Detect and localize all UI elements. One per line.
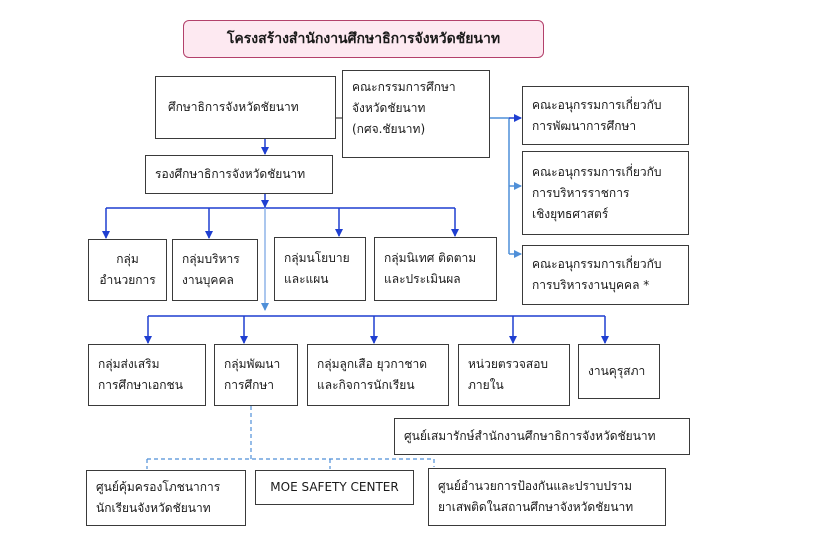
group-private-education-line-1: กลุ่มส่งเสริม <box>98 357 160 371</box>
group-private-education-line-2: การศึกษาเอกชน <box>98 378 183 392</box>
group-supervision-line-2: และประเมินผล <box>384 272 461 286</box>
committee-line-3: (กศจ.ชัยนาท) <box>352 122 426 136</box>
group-admin-line-2: อำนวยการ <box>99 273 156 287</box>
internal-audit-line-2: ภายใน <box>468 378 504 392</box>
group-policy-line-2: และแผน <box>284 272 329 286</box>
internal-audit-box: หน่วยตรวจสอบ ภายใน <box>458 344 570 406</box>
group-personnel-line-2: งานบุคคล <box>182 273 234 287</box>
group-development-box: กลุ่มพัฒนา การศึกษา <box>214 344 298 406</box>
drug-prevention-center-line-2: ยาเสพติดในสถานศึกษาจังหวัดชัยนาท <box>438 500 634 514</box>
drug-prevention-center-box: ศูนย์อำนวยการป้องกันและปราบปราม ยาเสพติด… <box>428 468 666 526</box>
committee-box: คณะกรรมการศึกษา จังหวัดชัยนาท (กศจ.ชัยนา… <box>342 70 490 158</box>
group-supervision-line-1: กลุ่มนิเทศ ติดตาม <box>384 251 477 265</box>
teachers-council-line-1: งานคุรุสภา <box>588 364 646 378</box>
group-policy-line-1: กลุ่มนโยบาย <box>284 251 350 265</box>
teachers-council-box: งานคุรุสภา <box>578 344 660 399</box>
subcommittee-development-line-1: คณะอนุกรรมการเกี่ยวกับ <box>532 97 662 112</box>
group-personnel-box: กลุ่มบริหาร งานบุคคล <box>172 239 258 301</box>
committee-line-2: จังหวัดชัยนาท <box>352 101 426 115</box>
director-box: ศึกษาธิการจังหวัดชัยนาท <box>155 76 336 139</box>
subcommittee-development-line-2: การพัฒนาการศึกษา <box>532 118 637 133</box>
subcommittee-strategic-line-2: การบริหารราชการ <box>532 185 630 200</box>
deputy-label: รองศึกษาธิการจังหวัดชัยนาท <box>155 167 306 181</box>
forensic-center-label: ศูนย์เสมารักษ์สำนักงานศึกษาธิการจังหวัดช… <box>404 429 656 443</box>
group-policy-box: กลุ่มนโยบาย และแผน <box>274 237 366 301</box>
group-admin-line-1: กลุ่ม <box>116 252 139 266</box>
group-scouts-line-2: และกิจการนักเรียน <box>317 378 415 392</box>
internal-audit-line-1: หน่วยตรวจสอบ <box>468 357 549 371</box>
subcommittee-strategic-box: คณะอนุกรรมการเกี่ยวกับ การบริหารราชการ เ… <box>522 151 689 235</box>
subcommittee-development-box: คณะอนุกรรมการเกี่ยวกับ การพัฒนาการศึกษา <box>522 86 689 145</box>
moe-safety-center-label: MOE SAFETY CENTER <box>270 480 399 494</box>
subcommittee-personnel-box: คณะอนุกรรมการเกี่ยวกับ การบริหารงานบุคคล… <box>522 245 689 305</box>
nutrition-center-box: ศูนย์คุ้มครองโภชนาการ นักเรียนจังหวัดชัย… <box>86 470 246 526</box>
group-admin-box: กลุ่ม อำนวยการ <box>88 239 167 301</box>
group-development-line-1: กลุ่มพัฒนา <box>224 357 281 371</box>
subcommittee-personnel-line-1: คณะอนุกรรมการเกี่ยวกับ <box>532 257 662 271</box>
subcommittee-strategic-line-1: คณะอนุกรรมการเกี่ยวกับ <box>532 164 662 179</box>
moe-safety-center-box: MOE SAFETY CENTER <box>255 470 414 505</box>
committee-line-1: คณะกรรมการศึกษา <box>352 80 456 94</box>
nutrition-center-line-1: ศูนย์คุ้มครองโภชนาการ <box>96 480 221 494</box>
drug-prevention-center-line-1: ศูนย์อำนวยการป้องกันและปราบปราม <box>438 479 633 493</box>
director-label: ศึกษาธิการจังหวัดชัยนาท <box>168 100 299 114</box>
group-supervision-box: กลุ่มนิเทศ ติดตาม และประเมินผล <box>374 237 497 301</box>
subcommittee-personnel-line-2: การบริหารงานบุคคล * <box>532 278 650 292</box>
group-private-education-box: กลุ่มส่งเสริม การศึกษาเอกชน <box>88 344 206 406</box>
group-scouts-line-1: กลุ่มลูกเสือ ยุวกาชาด <box>317 357 428 371</box>
group-personnel-line-1: กลุ่มบริหาร <box>182 252 240 266</box>
chart-title: โครงสร้างสำนักงานศึกษาธิการจังหวัดชัยนาท <box>183 20 544 58</box>
group-scouts-box: กลุ่มลูกเสือ ยุวกาชาด และกิจการนักเรียน <box>307 344 449 406</box>
nutrition-center-line-2: นักเรียนจังหวัดชัยนาท <box>96 501 211 515</box>
group-development-line-2: การศึกษา <box>224 378 274 392</box>
subcommittee-strategic-line-3: เชิงยุทธศาสตร์ <box>532 206 609 221</box>
deputy-box: รองศึกษาธิการจังหวัดชัยนาท <box>145 155 333 194</box>
forensic-center-box: ศูนย์เสมารักษ์สำนักงานศึกษาธิการจังหวัดช… <box>394 418 690 455</box>
